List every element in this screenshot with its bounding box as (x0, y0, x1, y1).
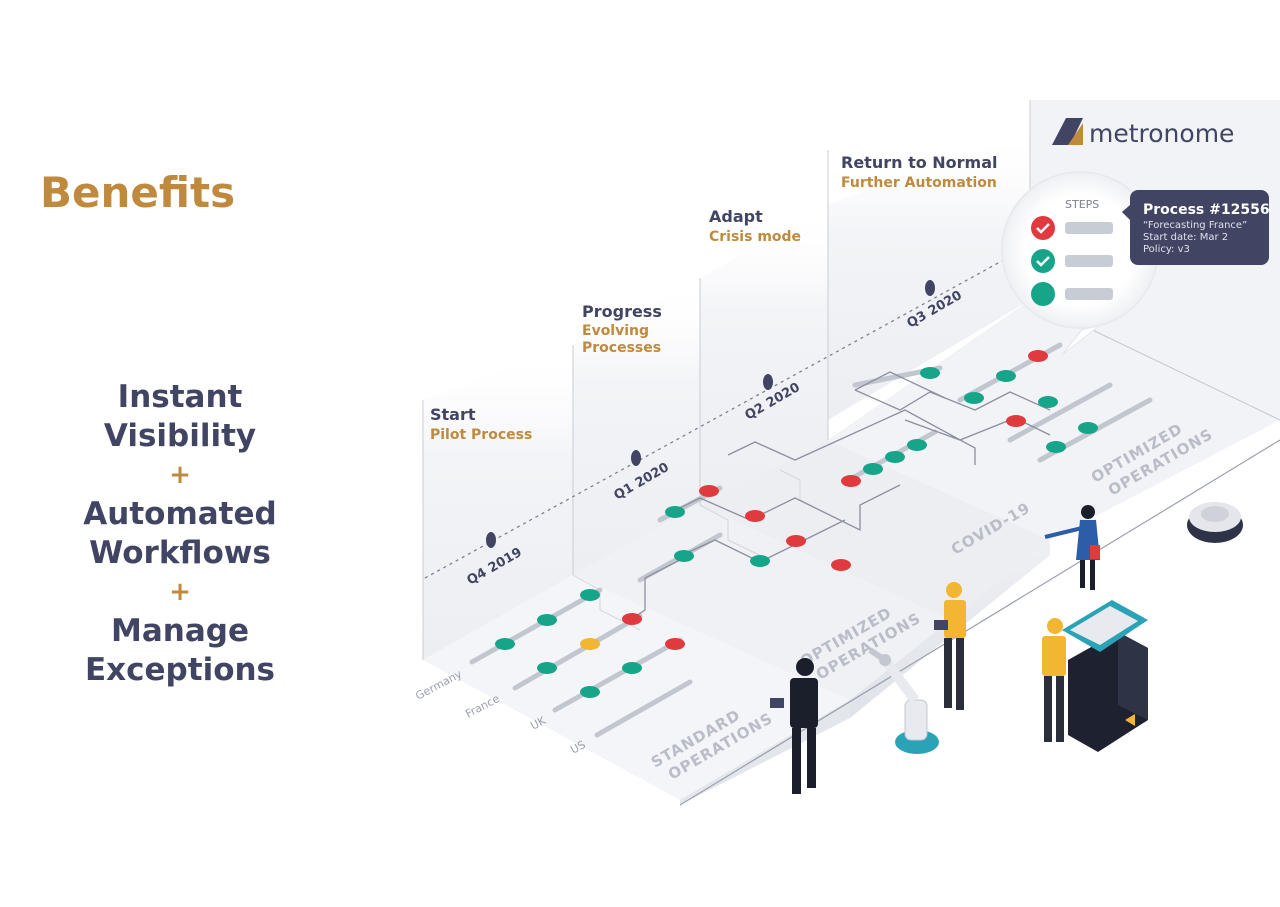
phase-title: Adapt (709, 207, 763, 226)
benefit-workflows: Workflows (89, 535, 271, 571)
step-bar (1065, 255, 1113, 267)
status-dot-ok (1046, 441, 1066, 453)
process-card: Process #12556 “Forecasting France” Star… (1122, 190, 1270, 265)
status-dot-error (699, 485, 719, 497)
status-dot-error (665, 638, 685, 650)
status-dot-error (786, 535, 806, 547)
timeline-marker (763, 374, 773, 390)
status-dot-ok (1038, 396, 1058, 408)
steps-label: STEPS (1065, 198, 1099, 211)
status-dot-warning (580, 638, 600, 650)
operator-figure (1042, 618, 1066, 742)
presenter-figure (1044, 505, 1100, 590)
steps-bubble: STEPS (1001, 171, 1159, 356)
status-dot-ok (622, 662, 642, 674)
robot-vacuum-icon (1187, 502, 1243, 543)
status-dot-ok (907, 439, 927, 451)
phase-labels: Start Pilot Process Progress Evolving Pr… (430, 153, 998, 443)
phase-subtitle: Pilot Process (430, 427, 532, 443)
status-dot-ok (996, 370, 1016, 382)
process-name: “Forecasting France” (1143, 220, 1247, 231)
country-label: US (568, 738, 587, 757)
status-dot-error (841, 475, 861, 487)
benefit-automated: Automated (83, 496, 277, 532)
status-dot-ok (495, 638, 515, 650)
phase-title: Start (430, 405, 476, 424)
status-dot-ok (537, 614, 557, 626)
status-dot-error (622, 613, 642, 625)
status-dot-ok (750, 555, 770, 567)
status-dot-ok (920, 367, 940, 379)
manager-figure (770, 658, 818, 794)
status-dot-ok (1078, 422, 1098, 434)
metronome-logo: metronome (1052, 118, 1234, 148)
phase-subtitle: Further Automation (841, 175, 997, 191)
status-dot-error (745, 510, 765, 522)
benefits-list: Instant Visibility + Automated Workflows… (60, 378, 300, 690)
plus-separator: + (169, 577, 191, 607)
status-dot-error (831, 559, 851, 571)
control-terminal-icon (1062, 600, 1148, 752)
robot-arm-icon (868, 647, 939, 754)
process-policy: Policy: v3 (1143, 244, 1190, 255)
phase-title: Progress (582, 302, 662, 321)
status-dot-ok (885, 451, 905, 463)
process-title: Process #12556 (1143, 202, 1270, 218)
benefit-manage: Manage (111, 613, 249, 649)
logo-text: metronome (1089, 119, 1234, 148)
page-title: Benefits (40, 168, 236, 217)
status-dot-ok (537, 662, 557, 674)
check-icon (1031, 216, 1055, 240)
status-dot-ok (665, 506, 685, 518)
country-label: France (463, 692, 502, 721)
logo-mark-icon (1052, 118, 1083, 145)
step-status-icon (1031, 282, 1055, 306)
engineer-figure (934, 582, 966, 710)
status-dots (495, 350, 1098, 698)
status-dot-ok (964, 392, 984, 404)
plus-separator: + (169, 460, 191, 490)
timeline-marker (925, 280, 935, 296)
worker-figures (770, 505, 1100, 794)
country-label: Germany (413, 667, 464, 702)
status-dot-ok (674, 550, 694, 562)
timeline-marker (486, 532, 496, 548)
check-icon (1031, 249, 1055, 273)
status-dot-ok (863, 463, 883, 475)
phase-subtitle: Processes (582, 340, 661, 356)
timeline-marker (631, 450, 641, 466)
phase-title: Return to Normal (841, 153, 998, 172)
status-dot-error (1006, 415, 1026, 427)
benefit-visibility: Visibility (103, 418, 257, 454)
process-start-date: Start date: Mar 2 (1143, 232, 1228, 243)
step-bar (1065, 288, 1113, 300)
phase-subtitle: Evolving (582, 323, 649, 339)
phase-subtitle: Crisis mode (709, 229, 801, 245)
benefit-exceptions: Exceptions (84, 652, 276, 688)
benefit-instant: Instant (117, 379, 243, 415)
step-bar (1065, 222, 1113, 234)
status-dot-error (1028, 350, 1048, 362)
status-dot-ok (580, 589, 600, 601)
status-dot-ok (580, 686, 600, 698)
